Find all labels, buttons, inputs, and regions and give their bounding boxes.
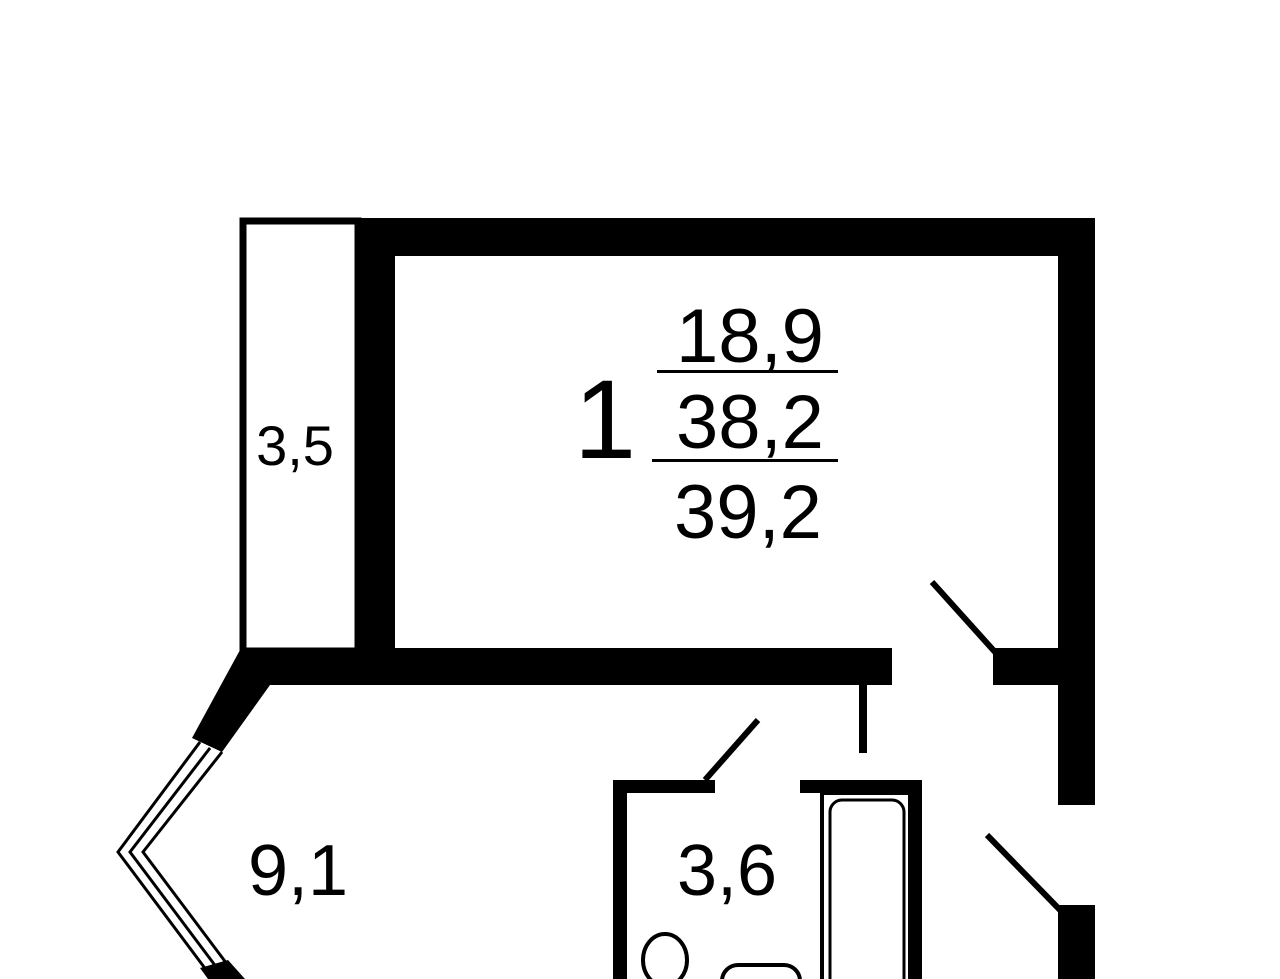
bathroom-top-wall-right <box>800 780 922 793</box>
bathroom-area: 3,6 <box>677 831 777 911</box>
room-count: 1 <box>574 357 636 482</box>
right-wall-lower <box>1058 905 1095 979</box>
top-wall <box>358 218 1095 256</box>
kitchen-angled-wall-lower <box>200 960 245 979</box>
living-area: 18,9 <box>676 294 824 379</box>
balcony-area: 3,5 <box>256 414 334 477</box>
fraction-line-1 <box>657 370 838 373</box>
sink <box>641 932 689 979</box>
room-door <box>929 579 998 655</box>
walls <box>192 218 1095 979</box>
partition-stub <box>859 685 867 753</box>
kitchen-angled-wall <box>192 650 270 752</box>
toilet <box>720 963 802 979</box>
room-door-stub <box>993 648 1058 685</box>
right-wall-upper <box>1058 218 1095 805</box>
fraction-line-2 <box>652 459 838 462</box>
living-total-area: 38,2 <box>676 380 824 465</box>
bathroom-left-wall <box>613 780 627 979</box>
room-bottom-wall <box>240 648 892 685</box>
room-left-wall <box>358 218 395 685</box>
bathroom-door <box>702 718 761 782</box>
bathtub <box>820 791 912 979</box>
kitchen-area: 9,1 <box>248 831 348 911</box>
total-area: 39,2 <box>674 470 822 555</box>
kitchen-window <box>116 741 232 976</box>
bathtub-inner <box>828 798 906 979</box>
bathroom-right-wall <box>910 780 922 979</box>
doors <box>702 579 1065 915</box>
bathroom-top-wall-left <box>613 780 715 793</box>
entrance-door <box>984 832 1065 915</box>
